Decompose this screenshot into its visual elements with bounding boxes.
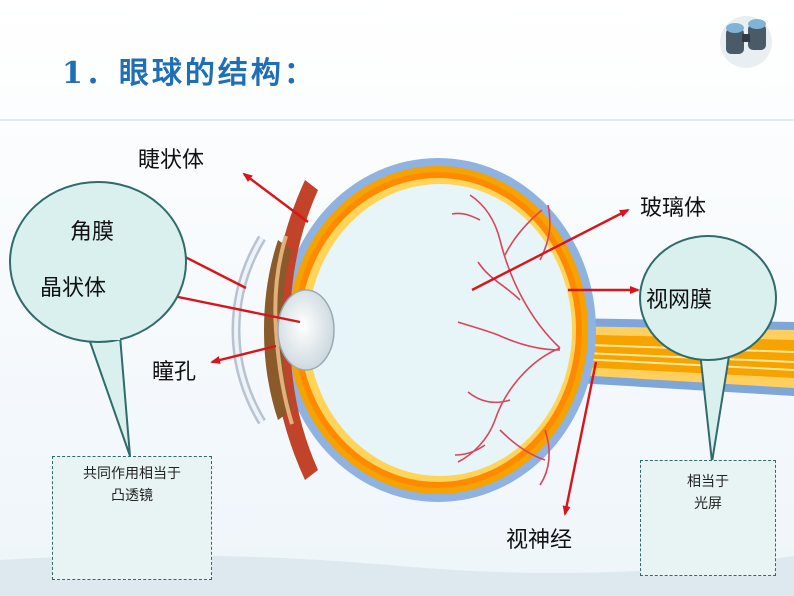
note-right-line2: 光屏 bbox=[694, 496, 722, 512]
label-pupil: 瞳孔 bbox=[152, 360, 197, 385]
arrow-ciliary-body bbox=[242, 172, 309, 223]
retina-vessels bbox=[451, 194, 561, 486]
arrow-optic-nerve bbox=[562, 361, 598, 516]
lens-body bbox=[277, 289, 335, 371]
binoculars-icon bbox=[720, 16, 772, 68]
label-cornea: 角膜 bbox=[70, 220, 115, 245]
label-retina: 视网膜 bbox=[646, 288, 713, 313]
note-box-left: 共同作用相当于 凸透镜 bbox=[52, 456, 212, 580]
label-optic-nerve: 视神经 bbox=[506, 528, 573, 553]
note-right-line1: 相当于 bbox=[687, 474, 729, 490]
right-callout-bubble bbox=[639, 235, 777, 463]
vitreous-body bbox=[308, 184, 572, 476]
note-box-right: 相当于 光屏 bbox=[640, 460, 776, 576]
eyeball bbox=[280, 158, 596, 502]
arrow-vitreous bbox=[471, 208, 630, 292]
label-lens: 晶状体 bbox=[40, 276, 107, 301]
arrow-pupil bbox=[210, 344, 277, 364]
note-left-line1: 共同作用相当于 bbox=[83, 466, 181, 482]
anterior-eye bbox=[231, 180, 335, 480]
page-title: 1．眼球的结构： bbox=[62, 56, 317, 91]
label-ciliary-body: 睫状体 bbox=[138, 148, 205, 173]
label-vitreous: 玻璃体 bbox=[640, 196, 707, 221]
note-left-line2: 凸透镜 bbox=[111, 488, 153, 504]
left-callout-bubble bbox=[9, 181, 187, 457]
